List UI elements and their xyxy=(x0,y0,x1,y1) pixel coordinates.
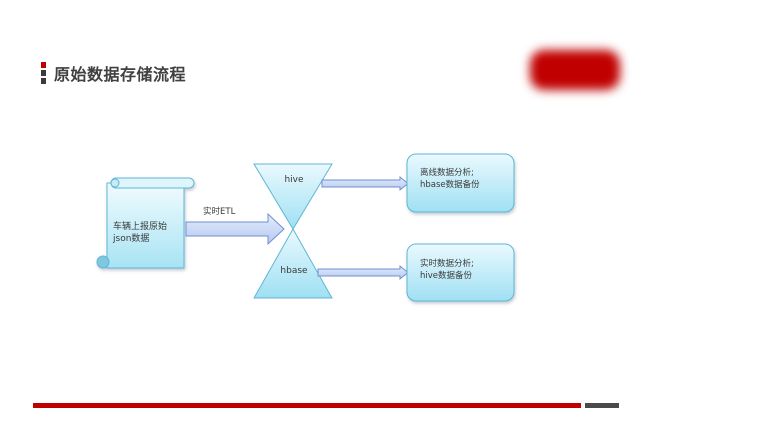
footer-gray-bar xyxy=(585,403,619,408)
page-title-area: 原始数据存储流程 xyxy=(41,61,186,85)
footer-red-bar xyxy=(33,403,581,408)
title-marker-icon xyxy=(41,62,46,84)
page-title: 原始数据存储流程 xyxy=(54,65,187,84)
brand-logo-icon xyxy=(530,50,620,90)
source-label-line1: 车辆上报原始 xyxy=(113,220,167,232)
hive-label: hive xyxy=(284,175,304,185)
source-label-line2: json数据 xyxy=(112,232,149,244)
hbase-label: hbase xyxy=(280,266,308,276)
hive-node xyxy=(253,163,333,230)
source-scroll-node xyxy=(96,177,195,269)
etl-arrow xyxy=(185,212,285,246)
etl-edge-label: 实时ETL xyxy=(203,206,236,217)
hive-to-offline-arrow xyxy=(321,175,409,192)
realtime-analysis-node xyxy=(406,243,515,302)
offline-label-line2: hbase数据备份 xyxy=(420,179,480,190)
hbase-to-realtime-arrow xyxy=(317,264,409,281)
hbase-node xyxy=(253,227,333,299)
offline-label-line1: 离线数据分析; xyxy=(420,167,474,178)
realtime-label-line1: 实时数据分析; xyxy=(420,258,474,269)
offline-analysis-node xyxy=(406,153,515,213)
realtime-label-line2: hive数据备份 xyxy=(420,270,473,281)
